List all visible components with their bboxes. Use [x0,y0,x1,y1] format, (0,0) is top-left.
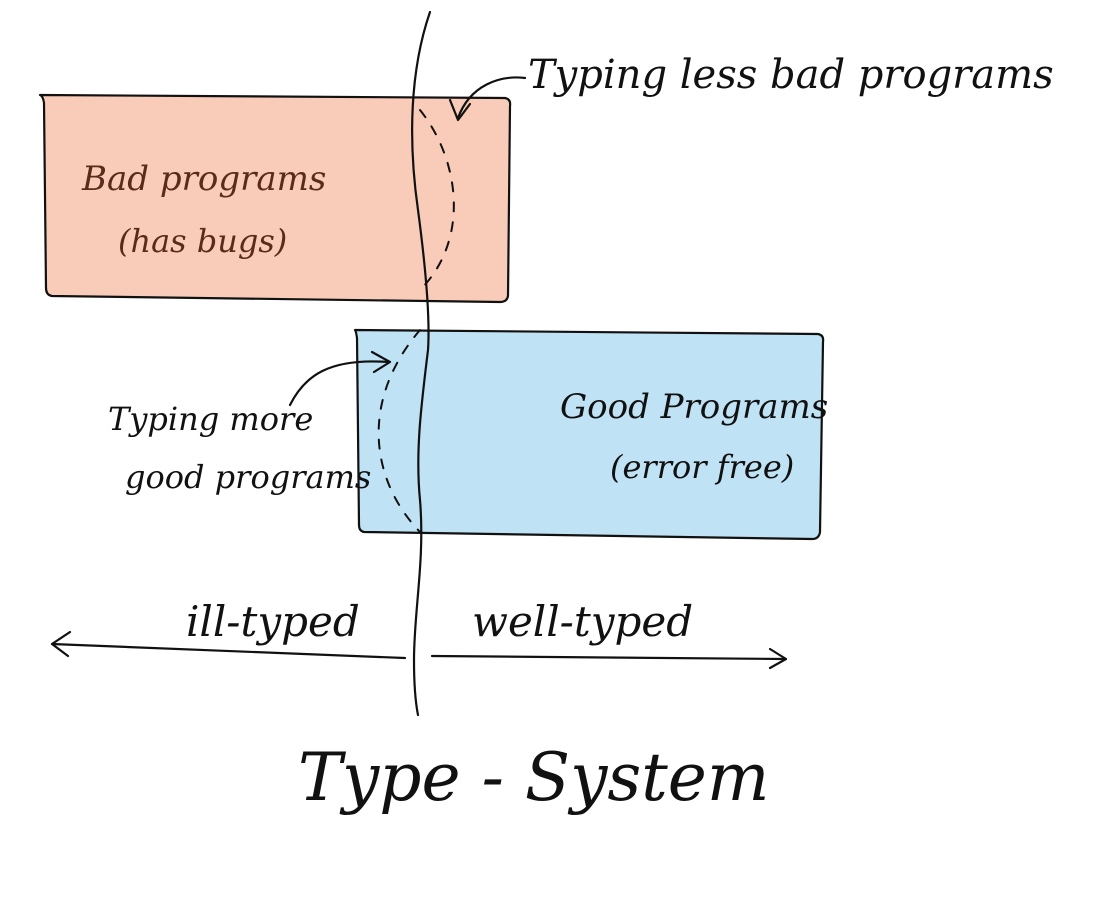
well-typed-label: well-typed [472,597,693,646]
ill-typed-arrow-line [50,642,407,660]
bad-programs-title: Bad programs [81,159,326,199]
type-system-title: Type - System [298,739,769,816]
bad-shift-dashed-curve [419,109,455,291]
good-programs-box: Good Programs (error free) [353,328,828,541]
bad-programs-box: Bad programs (has bugs) [38,93,512,304]
ill-typed-arrowhead [50,630,72,658]
more-good-annotation: Typing more good programs [108,350,392,496]
less-bad-label: Typing less bad programs [528,52,1054,98]
ill-typed-label: ill-typed [186,597,360,646]
more-good-label-line2: good programs [125,458,371,496]
good-programs-subtitle: (error free) [610,448,794,486]
typing-axis: ill-typed well-typed [50,597,788,670]
bad-programs-rect [38,93,512,304]
more-good-label-line1: Typing more [108,400,313,438]
less-bad-arrowhead [448,98,472,122]
well-typed-arrow-line [430,654,788,661]
less-bad-annotation: Typing less bad programs [448,52,1054,122]
more-good-arrowhead [370,350,392,374]
less-bad-arrow [456,76,527,120]
more-good-arrow [288,360,390,407]
bad-programs-subtitle: (has bugs) [118,222,287,260]
good-programs-rect [353,328,825,541]
good-programs-title: Good Programs [560,387,828,427]
well-typed-arrowhead [768,647,788,670]
type-system-divider-line [411,10,432,717]
